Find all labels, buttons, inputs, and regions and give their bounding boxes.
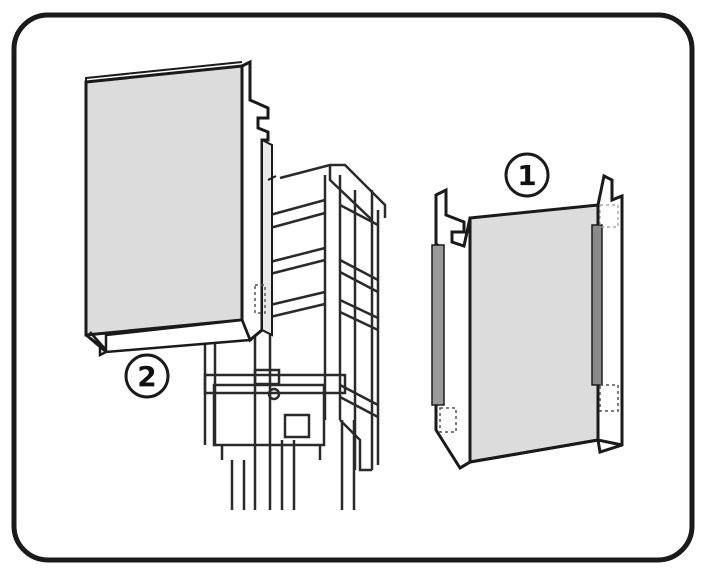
callout-2-label: 2 bbox=[137, 360, 156, 393]
mounting-frame bbox=[203, 163, 387, 510]
callout-1: 1 bbox=[504, 152, 550, 198]
callout-1-label: 1 bbox=[517, 159, 536, 192]
cover-panel-1 bbox=[431, 173, 624, 471]
callout-2: 2 bbox=[124, 353, 170, 399]
cover-panel-2 bbox=[84, 59, 277, 358]
